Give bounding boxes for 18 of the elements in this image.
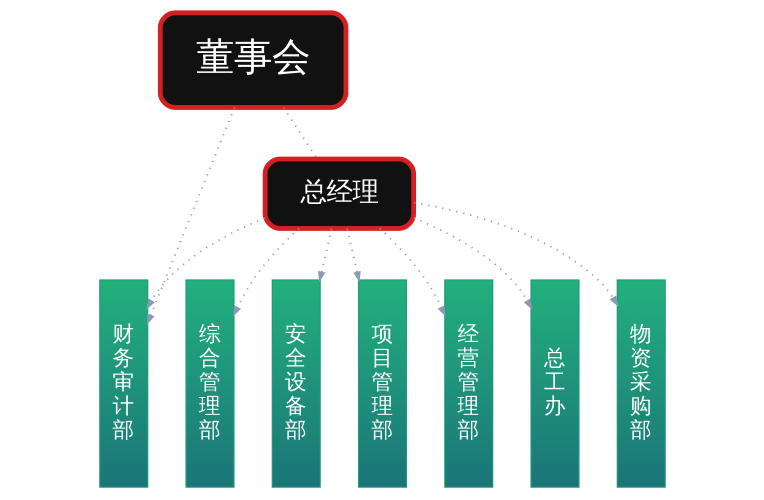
node-box: 综合管理部: [184, 279, 234, 488]
arrow: [413, 217, 532, 310]
node-box: 项目管理部: [357, 279, 407, 488]
node-box: 安全设备部: [271, 279, 320, 488]
node-box: 经营管理部: [444, 279, 493, 488]
node-box: 总经理: [262, 156, 416, 231]
arrow: [232, 228, 300, 317]
node-box: 总工办: [530, 279, 580, 488]
arrow: [346, 228, 360, 282]
arrow: [413, 202, 618, 307]
arrow: [146, 107, 235, 325]
node-box: 董事会: [157, 10, 348, 110]
connector: [282, 107, 318, 160]
arrow: [378, 228, 446, 317]
node-box: 物资采购部: [616, 279, 666, 488]
arrow: [318, 228, 332, 282]
arrow: [146, 217, 265, 310]
node-box: 财务审计部: [98, 279, 148, 488]
